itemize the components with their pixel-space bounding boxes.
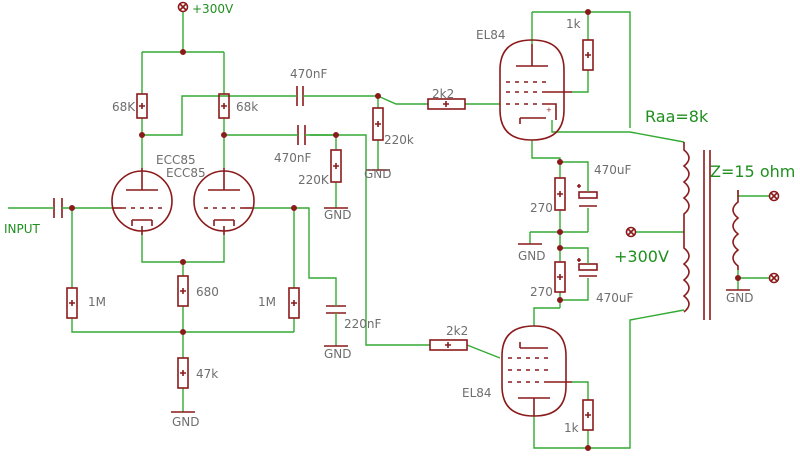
capacitor-470uf-top <box>577 184 598 214</box>
label-r-tail: 47k <box>196 367 218 381</box>
tube-ecc85-b <box>193 168 255 235</box>
resistor-2k2-top <box>427 98 466 110</box>
terminals <box>177 1 780 284</box>
label-r-cath-top: 270 <box>530 201 553 215</box>
capacitors <box>50 86 598 322</box>
label-tube-driver-b: ECC85 <box>166 166 206 180</box>
terminal-out-a <box>768 190 780 202</box>
capacitor-470nf-bottom <box>294 125 310 145</box>
label-r-screen-top: 1k <box>566 17 581 31</box>
resistors <box>66 39 594 431</box>
output-transformer <box>682 142 740 320</box>
label-supply-top: +300V <box>192 2 234 16</box>
terminal-center-300v <box>625 226 637 238</box>
label-r-grid-top: 220k <box>384 133 414 147</box>
tube-el84-bottom <box>501 325 572 417</box>
label-tube-driver-a: ECC85 <box>156 153 196 167</box>
label-r-plate-b: 68k <box>236 100 258 114</box>
resistor-1m-a <box>66 287 78 319</box>
label-r-stop-bottom: 2k2 <box>446 324 468 338</box>
resistor-68k-b <box>218 93 230 119</box>
resistor-1k-bottom <box>582 399 594 431</box>
resistor-1k-top <box>582 39 594 71</box>
label-r-grid-bottom: 220K <box>298 173 330 187</box>
ground-symbols <box>171 169 750 413</box>
resistor-680 <box>177 275 189 307</box>
terminal-out-b <box>768 272 780 284</box>
label-tube-out-top: EL84 <box>476 28 506 42</box>
label-r-plate-a: 68K <box>112 100 136 114</box>
label-gnd-4: GND <box>172 415 200 429</box>
resistor-270-top <box>554 177 566 211</box>
capacitor-input <box>50 198 66 218</box>
label-r-grid-b: 1M <box>258 295 276 309</box>
resistor-270-bottom <box>554 261 566 293</box>
label-c-bypass: 220nF <box>344 317 382 331</box>
label-tube-out-bottom: EL84 <box>462 386 492 400</box>
resistor-2k2-bottom <box>429 339 468 351</box>
label-gnd-2: GND <box>324 208 352 222</box>
junctions <box>69 9 741 451</box>
resistor-220k-bottom <box>330 149 342 183</box>
label-r-grid-a: 1M <box>88 295 106 309</box>
resistor-47k <box>177 357 189 389</box>
capacitor-470uf-bottom <box>577 258 598 284</box>
resistor-68k-a <box>136 93 148 119</box>
label-c-cath-bottom: 470uF <box>596 291 634 305</box>
label-z-out: Z=15 ohm <box>710 162 795 181</box>
label-c-couple-bottom: 470nF <box>274 151 312 165</box>
label-r-cathode: 680 <box>196 285 219 299</box>
label-gnd-5: GND <box>518 249 546 263</box>
capacitor-220nf <box>326 296 346 322</box>
label-gnd-3: GND <box>324 347 352 361</box>
resistor-1m-b <box>288 287 300 319</box>
tube-el84-top: + <box>499 39 572 141</box>
wires <box>8 11 770 449</box>
tube-ecc85-a <box>111 168 173 235</box>
label-r-stop-top: 2k2 <box>432 87 454 101</box>
label-r-screen-bottom: 1k <box>564 421 579 435</box>
svg-text:+: + <box>546 106 552 114</box>
capacitor-470nf-top <box>288 86 312 106</box>
label-supply-center: +300V <box>614 247 669 266</box>
labels: +300V INPUT ECC85 ECC85 EL84 EL84 68K 68… <box>4 2 795 435</box>
label-c-cath-top: 470uF <box>594 163 632 177</box>
terminal-top-300v <box>177 1 189 13</box>
label-r-cath-bottom: 270 <box>530 285 553 299</box>
label-gnd-1: GND <box>364 167 392 181</box>
label-raa: Raa=8k <box>645 107 709 126</box>
label-c-couple-top: 470nF <box>290 67 328 81</box>
label-input: INPUT <box>4 222 41 236</box>
resistor-220k-top <box>372 107 384 141</box>
label-gnd-6: GND <box>726 291 754 305</box>
